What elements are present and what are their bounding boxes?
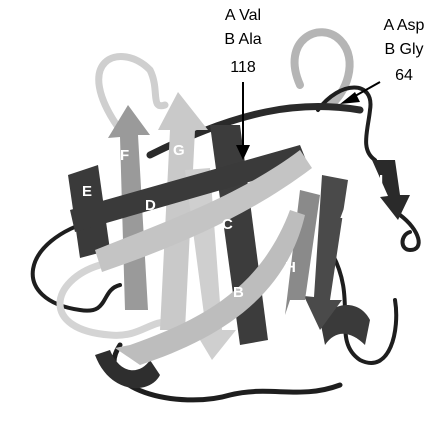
label-B: B [233,284,244,301]
coil-left-light [60,265,170,335]
site-118-line1: A Val [225,7,261,24]
coil-end-i [400,215,419,250]
label-C: C [222,216,233,233]
coil-top-right [295,32,350,105]
annotation-arrows [236,82,380,160]
strand-I [372,160,410,220]
label-D: D [145,197,156,214]
label-F: F [120,147,129,164]
site-118-line3: 118 [230,59,256,76]
label-I: I [379,172,383,189]
annotation-site-118: A Val B Ala 118 [224,7,261,76]
label-H: H [285,259,296,276]
label-A: A [340,205,351,222]
site-118-line2: B Ala [224,31,261,48]
label-G: G [173,142,185,159]
site-64-line3: 64 [395,67,413,84]
coil-right-arc [318,88,375,161]
annotation-site-64: A Asp B Gly 64 [384,17,425,84]
site-64-line2: B Gly [384,41,423,58]
site-64-line1: A Asp [384,17,425,34]
label-E: E [82,183,92,200]
